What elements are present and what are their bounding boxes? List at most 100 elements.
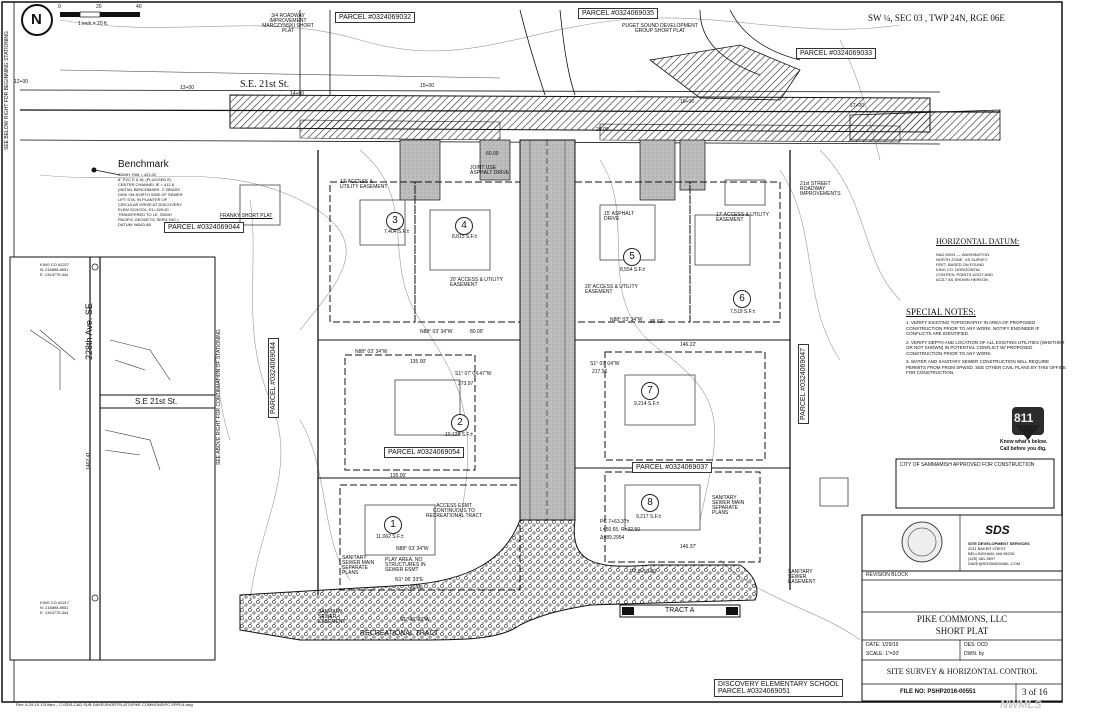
datum-line: NORTH ZONE, US SURVEY xyxy=(936,257,988,262)
control-line: E: 1343775.344 xyxy=(40,610,69,615)
datum-line: #2217 AS SHOWN HEREON xyxy=(936,277,989,282)
access-esmt-label: ACCESS ESMT CONTINUOUS TO RECREATIONAL T… xyxy=(425,503,483,519)
bearing-label: N88° 03' 34"W xyxy=(420,329,453,335)
datum-line: FEET, BASED ON FOUND xyxy=(936,262,985,267)
scale-tick-0: 0 xyxy=(58,4,61,10)
distance-label: 273.97 xyxy=(458,381,474,387)
lot-1-boundary xyxy=(339,484,521,591)
datum-line: NAD 83/91 — WASHINGTON xyxy=(936,252,990,257)
sewer-easement-label: SANITARY SEWER EASEMENT xyxy=(318,609,346,625)
call-811-number: 811 xyxy=(1014,411,1034,425)
discovery-school-label: DISCOVERY ELEMENTARY SCHOOL xyxy=(718,681,840,688)
recreational-tract-label: RECREATIONAL TRACT xyxy=(360,630,439,637)
roadway-improvements-note: 21st STREET ROADWAY IMPROVEMENTS xyxy=(800,181,841,197)
distance-label: 20.00 xyxy=(410,585,423,591)
station-label: 14+00 xyxy=(290,91,305,97)
lot-2-boundary xyxy=(344,354,476,471)
file-no-field: FILE NO: PSHP2016-00551 xyxy=(900,689,976,695)
company-line: 2011 BAKER CREST xyxy=(968,546,1006,551)
lot-area: 11,062 S.F.± xyxy=(376,534,404,540)
joint-use-drive xyxy=(519,139,576,521)
lot-area: 9,214 S.F.± xyxy=(634,401,660,407)
file-no-label: FILE NO: xyxy=(900,689,926,695)
special-notes-title: SPECIAL NOTES: xyxy=(906,307,976,317)
easement-note: 17' ACCESS & UTILITY EASEMENT xyxy=(716,212,769,223)
company-line: BELLINGHAM, WA 98226 xyxy=(968,551,1015,556)
station-label: 12+00 xyxy=(14,79,29,85)
special-note-item: 1. VERIFY EXISTING TOPOGRAPHY IN AREA OF… xyxy=(906,320,1040,336)
puget-short-plat: PUGET SOUND DEVELOPMENT GROUP SHORT PLAT xyxy=(622,23,698,34)
benchmark-line: CIRCULAR DRIVE AT DISCOVERY xyxy=(118,202,183,207)
benchmark-line: (INITIAL BENCHMARK: 2" BRASS xyxy=(118,187,180,192)
scale-label: SCALE: xyxy=(866,651,884,657)
bearing-label: N88° 03' 34"W xyxy=(610,317,643,323)
control-line: KING CO #2217 xyxy=(40,600,70,605)
curve-pc: PC 7+63.37± xyxy=(600,519,630,525)
benchmark-line: ELEM SCHOOL, EL=329.00 xyxy=(118,207,169,212)
vicinity-inset xyxy=(9,256,216,661)
easement-note: 17' ACCESS & UTILITY EASEMENT xyxy=(340,179,388,190)
approval-box xyxy=(895,458,1055,509)
benchmark-line: TRANSFERED TO LE, SDMH xyxy=(118,212,172,217)
distance-label: 135.00' xyxy=(390,473,407,479)
side-note: SEE BELOW RIGHT FOR BEGINNING STATIONING xyxy=(4,31,10,150)
benchmark-line: LIFT STA. IN PLANTER OF xyxy=(118,197,168,202)
parcel-label: PARCEL #0324069044 xyxy=(164,222,244,233)
company-line: (425) 481-9697 xyxy=(968,556,996,561)
distance-label: 60.00 xyxy=(486,151,499,157)
marczynski-short-plat: 3/4 ROADWAY IMPROVEMENT MARCZYNSKI SHORT… xyxy=(262,13,314,34)
sheet-location: SW ¼, SEC 03 , TWP 24N, RGE 06E xyxy=(868,13,1005,23)
lot-6-boundary xyxy=(689,181,781,323)
parcel-label: PARCEL #0324069033 xyxy=(796,48,876,59)
franky-short-plat: FRANKY SHORT PLAT xyxy=(220,213,273,219)
parcel-label-vertical: PARCEL #0324069044 xyxy=(268,338,279,418)
file-no-value: PSHP2016-00551 xyxy=(927,689,976,695)
distance-label: 146.22' xyxy=(680,342,697,348)
parcel-label: PARCEL #0324069054 xyxy=(384,447,464,458)
horizontal-datum-notes: NAD 83/91 — WASHINGTON NORTH ZONE, US SU… xyxy=(936,252,993,282)
street-name: S.E. 21st St. xyxy=(240,79,290,90)
scale-tick-40: 40 xyxy=(136,4,142,10)
easement-note: 20' ACCESS & UTILITY EASEMENT xyxy=(585,284,638,295)
dwn-field: DWN. by xyxy=(964,652,984,657)
call-811-line2: Call before you dig. xyxy=(1000,446,1047,452)
inset-avenue-label: 228th Ave. SE xyxy=(84,303,94,360)
title-block-frame xyxy=(861,570,1063,702)
tract-a-label: TRACT A xyxy=(665,607,695,614)
control-line: N: 216898.8951 xyxy=(40,267,69,272)
sheet-border xyxy=(1,1,1063,703)
joint-use-drive-label: JOINT USE ASPHALT DRIVE xyxy=(470,165,509,176)
lot-number: 5 xyxy=(623,248,641,266)
lot-area: 8,815 S.F.± xyxy=(452,234,478,240)
date-label: DATE: xyxy=(866,642,881,648)
project-type: SHORT PLAT xyxy=(935,626,989,636)
distance-label: 80.00' xyxy=(470,329,484,335)
lot-7-boundary xyxy=(604,351,766,461)
company-info: SITE DEVELOPMENT SERVICES 2011 BAKER CRE… xyxy=(968,541,1030,566)
date-value: 1/29/19 xyxy=(881,642,899,648)
revision-block-label: REVISION BLOCK xyxy=(866,572,909,578)
distance-label: 29.00 xyxy=(596,127,609,133)
lot-number: 2 xyxy=(451,414,469,432)
bearing-label: N88° 03' 34"W xyxy=(355,349,388,355)
datum-line: KING CO. HORIZONTAL xyxy=(936,267,981,272)
lot-number: 7 xyxy=(641,382,659,400)
lot-number: 1 xyxy=(384,516,402,534)
lot-area: 9,217 S.F.± xyxy=(636,514,662,520)
lot-number: 8 xyxy=(641,494,659,512)
curve-delta: Δ=89.2954 xyxy=(600,535,625,541)
benchmark-line: CENTER CHANNEL IE = 412.8 xyxy=(118,182,174,187)
sewer-easement-label: SANITARY SEWER EASEMENT xyxy=(788,569,816,585)
scale-field: SCALE: 1"=20' xyxy=(866,652,899,657)
parcel-label: PARCEL #0324069037 xyxy=(632,462,712,473)
lot-number: 4 xyxy=(455,217,473,235)
control-line: E: 1343775.344 xyxy=(40,272,69,277)
station-label: 17+00 xyxy=(850,103,865,109)
benchmark-title: Benchmark xyxy=(118,159,169,170)
bearing-label: N1° 06' 33"E xyxy=(395,577,424,583)
station-label: 15+00 xyxy=(420,83,435,89)
lot-8-boundary xyxy=(604,471,761,563)
lot-area: 7,404 S.F.± xyxy=(384,229,410,235)
lot-area: 8,554 S.F.± xyxy=(620,267,646,273)
